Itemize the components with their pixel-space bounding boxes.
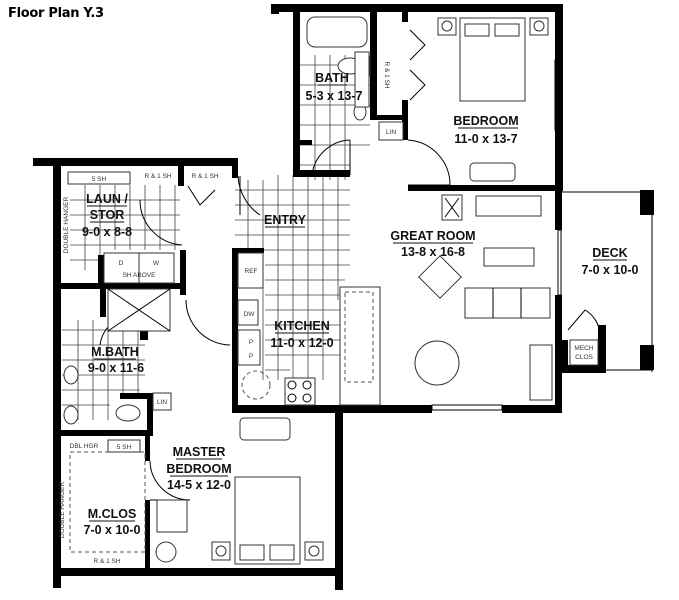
mech-label-line2: CLOS — [575, 354, 593, 361]
room-laundry: LAUN / STOR 9-0 x 8-8 — [82, 192, 132, 239]
room-kitchen-name: KITCHEN — [274, 319, 330, 333]
room-great-room-dims: 13-8 x 16-8 — [401, 245, 465, 259]
room-labels: BATH 5-3 x 13-7 BEDROOM 11-0 x 13-7 LAUN… — [82, 71, 639, 537]
closet-rsh-label: R & 1 SH — [93, 558, 120, 565]
dw-label: DW — [244, 311, 256, 318]
mech-label-line1: MECH — [574, 345, 593, 352]
closet-5sh-label: 5 SH — [117, 444, 132, 451]
room-great-room-name: GREAT ROOM — [390, 229, 475, 243]
room-master-closet-name: M.CLOS — [88, 507, 137, 521]
room-great-room: GREAT ROOM 13-8 x 16-8 — [390, 229, 475, 259]
room-bedroom-dims: 11-0 x 13-7 — [454, 132, 517, 146]
sink-p2-label: P — [249, 353, 253, 360]
room-master-closet-dims: 7-0 x 10-0 — [84, 523, 141, 537]
laundry-rsh-label: R & 1 SH — [144, 173, 171, 180]
room-master-bedroom-dims: 14-5 x 12-0 — [167, 478, 231, 492]
sh-above-label: SH ABOVE — [123, 272, 157, 279]
dbl-hgr-label: DBL HGR — [70, 443, 99, 450]
double-hanger-closet-label: DOUBLE HANGER — [59, 482, 66, 539]
sink-p1-label: P — [249, 339, 253, 346]
room-master-closet: M.CLOS 7-0 x 10-0 — [84, 507, 141, 537]
room-bath: BATH 5-3 x 13-7 — [306, 71, 363, 103]
room-laundry-name-line1: LAUN / — [86, 192, 128, 206]
washer-label: W — [153, 260, 160, 267]
lin-upper-label: LIN — [386, 129, 396, 136]
laundry-5sh-label: 5 SH — [92, 176, 107, 183]
room-laundry-dims: 9-0 x 8-8 — [82, 225, 132, 239]
room-master-bath-name: M.BATH — [91, 345, 139, 359]
furniture — [63, 16, 553, 565]
room-master-bath-dims: 9-0 x 11-6 — [88, 361, 144, 375]
windows — [336, 59, 653, 531]
room-kitchen-dims: 11-0 x 12-0 — [270, 336, 333, 350]
room-bath-name: BATH — [315, 71, 349, 85]
room-deck: DECK 7-0 x 10-0 — [582, 246, 639, 277]
room-deck-name: DECK — [592, 246, 627, 260]
room-master-bedroom-name-line2: BEDROOM — [166, 462, 231, 476]
tile-grid-master-bath — [62, 320, 145, 420]
floor-plan-title: Floor Plan Y.3 — [8, 6, 104, 21]
room-bedroom: BEDROOM 11-0 x 13-7 — [453, 114, 518, 146]
room-entry-name: ENTRY — [264, 213, 307, 227]
room-bath-dims: 5-3 x 13-7 — [306, 89, 363, 103]
tile-grid-entry-kitchen — [235, 175, 350, 380]
room-bedroom-name: BEDROOM — [453, 114, 518, 128]
tile-grid-laundry — [70, 185, 180, 270]
room-master-bedroom: MASTER BEDROOM 14-5 x 12-0 — [166, 445, 231, 492]
room-master-bath: M.BATH 9-0 x 11-6 — [88, 345, 144, 375]
room-entry: ENTRY — [264, 213, 307, 228]
ref-label: REF — [245, 268, 258, 275]
lin-lower-label: LIN — [157, 399, 167, 406]
double-hanger-laundry-label: DOUBLE HANGER — [63, 197, 70, 254]
annotations: LIN R & 1 SH 5 SH R & 1 SH R & 1 SH DOUB… — [59, 61, 599, 565]
room-laundry-name-line2: STOR — [90, 208, 125, 222]
dryer-label: D — [119, 260, 124, 267]
room-kitchen: KITCHEN 11-0 x 12-0 — [270, 319, 333, 350]
entry-rsh-label: R & 1 SH — [191, 173, 218, 180]
rsh-bedroom-closet-label: R & 1 SH — [383, 61, 390, 88]
room-master-bedroom-name-line1: MASTER — [173, 445, 226, 459]
room-deck-dims: 7-0 x 10-0 — [582, 263, 639, 277]
